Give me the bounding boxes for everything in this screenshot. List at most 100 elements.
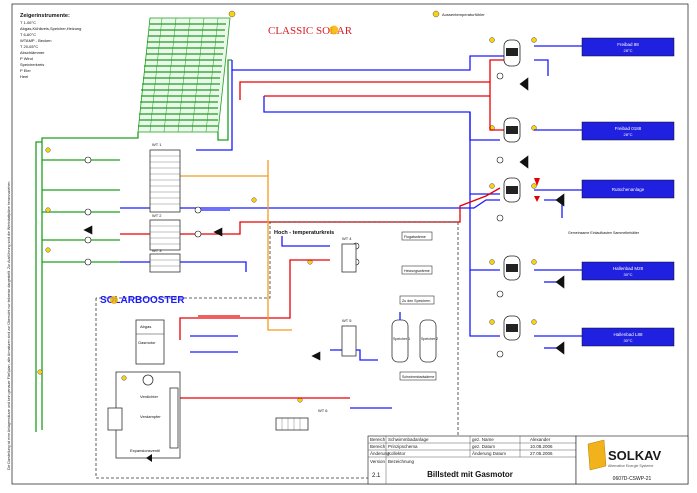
wt-label: WT 5 bbox=[342, 318, 352, 323]
legend-line: WTAMP - Becken bbox=[20, 38, 51, 43]
legend-line: Heel bbox=[20, 74, 28, 79]
valve-icon bbox=[311, 351, 321, 361]
title-block: Bereich Schwimmbadanlage gez. Name Alexa… bbox=[367, 435, 689, 485]
consumer-box: Freibad 0188 28°C bbox=[581, 121, 675, 141]
sensor-icon bbox=[531, 37, 537, 43]
legend-line: Speicherkreis bbox=[20, 62, 44, 67]
solkav-panel-icon bbox=[587, 439, 607, 471]
legend-line: Abschlämmer bbox=[20, 50, 45, 55]
tb-cell: Alexander bbox=[530, 437, 551, 442]
legend-title: Zeigerinstrumente: bbox=[20, 13, 70, 19]
compressor-icon bbox=[142, 374, 154, 386]
gas-motor-label: Gasmotor bbox=[138, 340, 156, 345]
heat-exchanger bbox=[149, 219, 181, 251]
tb-cell: Bereich bbox=[370, 444, 386, 449]
tb-cell: Änderung Datum bbox=[472, 450, 506, 456]
legend-line: Abgas,Kühlkreis,Speicher,Heizung bbox=[20, 26, 81, 31]
schwimm-label: Schwimmbadwärme bbox=[402, 375, 434, 379]
valve-icon bbox=[555, 275, 565, 289]
sensor-icon bbox=[432, 10, 440, 18]
legend-line: T 1-06°C bbox=[20, 20, 36, 25]
flow-arrows bbox=[534, 178, 540, 202]
sensor-icon bbox=[531, 259, 537, 265]
main-piping bbox=[120, 45, 582, 409]
solkav-wordmark: SOLKAV bbox=[608, 448, 662, 463]
sensor-markers bbox=[37, 10, 537, 403]
gas-motor-unit: Abgas Gasmotor bbox=[135, 319, 165, 365]
storage-label: Speicher 1 bbox=[393, 337, 410, 341]
consumer-name: Rutschenanlage bbox=[612, 187, 645, 192]
sensor-icon bbox=[531, 319, 537, 325]
pump-icon bbox=[496, 72, 504, 80]
legend-line: P Wind bbox=[20, 56, 33, 61]
version-label: Version bbox=[370, 459, 386, 464]
expansion-valve-icon bbox=[146, 454, 152, 462]
compressor-label: Verdichter bbox=[140, 394, 159, 399]
legend-line: T 6-60°C bbox=[20, 32, 36, 37]
valve-icon bbox=[555, 193, 565, 207]
consumer-name: Hallenbad M28 bbox=[613, 266, 644, 271]
consumers: Freibad 88 28°C Freibad 0188 28°C Rutsch… bbox=[503, 37, 675, 347]
condenser-icon bbox=[107, 407, 123, 431]
pump-icon bbox=[84, 258, 92, 266]
consumer-temp: 30°C bbox=[624, 272, 633, 277]
sensor-icon bbox=[531, 183, 537, 189]
sensor-icon bbox=[37, 369, 43, 375]
flue-label: Flugabwärme bbox=[404, 235, 426, 239]
wt-label: WT 4 bbox=[342, 236, 352, 241]
outdoor-sensor-label: Aussentemperaturfühler bbox=[442, 12, 485, 17]
storage-label: Speicher 2 bbox=[421, 337, 438, 341]
sensor-icon bbox=[489, 183, 495, 189]
version-value: 2.1 bbox=[372, 473, 381, 479]
tb-cell: Schwimmbadanlage bbox=[388, 437, 429, 442]
gem-einlauf-label: Gemeinsame Einlaufkasten Sammelbehälter bbox=[568, 231, 640, 235]
valve-icon bbox=[519, 77, 529, 91]
tb-cell: gez. Name bbox=[472, 437, 494, 442]
evaporator-icon bbox=[169, 387, 179, 449]
sensor-icon bbox=[489, 37, 495, 43]
classic-solar-logo: CLASSIC SOLAR bbox=[268, 25, 353, 37]
consumer-name: Hallenbad L88 bbox=[613, 332, 643, 337]
pump-icon bbox=[194, 230, 202, 238]
heat-exchanger bbox=[341, 325, 357, 357]
consumer-box: Rutschenanlage bbox=[581, 179, 675, 199]
label-box bbox=[401, 231, 433, 241]
valve-icon bbox=[519, 155, 529, 169]
label-box bbox=[399, 371, 437, 381]
solar-loop-piping bbox=[35, 59, 232, 432]
sensor-icon bbox=[251, 197, 257, 203]
sensor-icon bbox=[489, 319, 495, 325]
wt-label: WT 6 bbox=[318, 408, 328, 413]
heat-exchanger bbox=[149, 253, 181, 273]
drawing-frame bbox=[11, 3, 689, 485]
side-note: Die Darstellung ist eine Anlagenskizze u… bbox=[7, 181, 11, 470]
valve-icon bbox=[555, 341, 565, 355]
pump-icon bbox=[496, 290, 504, 298]
verdampfer-label: Verdampfer bbox=[140, 414, 161, 419]
consumer-temp: 28°C bbox=[624, 48, 633, 53]
legend-line: T 20-65°C bbox=[20, 44, 38, 49]
consumer-name: Freibad 88 bbox=[617, 42, 639, 47]
expansion-label: Expansionsventil bbox=[130, 448, 160, 453]
high-temp-exchangers: WT 4 WT 5 WT 6 bbox=[275, 236, 357, 431]
pump-icon bbox=[84, 236, 92, 244]
valve-icon bbox=[83, 225, 93, 235]
tb-cell: Änderung bbox=[370, 450, 390, 456]
tb-cell: 27.05.2006 bbox=[530, 451, 553, 456]
pump-valve-symbols bbox=[83, 72, 565, 361]
solkav-logo: SOLKAV Alternative Energie Systeme bbox=[587, 439, 662, 471]
heat-exchanger-group: WT 1 WT 2 WT 3 bbox=[149, 142, 181, 273]
storage-tank-icon bbox=[419, 319, 437, 363]
consumer-temp: 30°C bbox=[624, 338, 633, 343]
pump-icon bbox=[496, 214, 504, 222]
drawing-title: Billstedt mit Gasmotor bbox=[427, 470, 513, 479]
tb-cell: Bereich bbox=[370, 437, 386, 442]
consumer-box: Hallenbad L88 30°C bbox=[581, 327, 675, 347]
solarbooster-area: SOLARBOOSTER bbox=[95, 221, 459, 479]
legend-line: P Eier bbox=[20, 68, 31, 73]
valve-icon bbox=[213, 227, 223, 237]
sensor-icon bbox=[228, 10, 236, 18]
solkav-tagline: Alternative Energie Systeme bbox=[608, 464, 653, 468]
consumer-name: Freibad 0188 bbox=[615, 126, 642, 131]
heat-pump-circuit: Verdichter Verdampfer Expansionsventil bbox=[107, 371, 181, 462]
